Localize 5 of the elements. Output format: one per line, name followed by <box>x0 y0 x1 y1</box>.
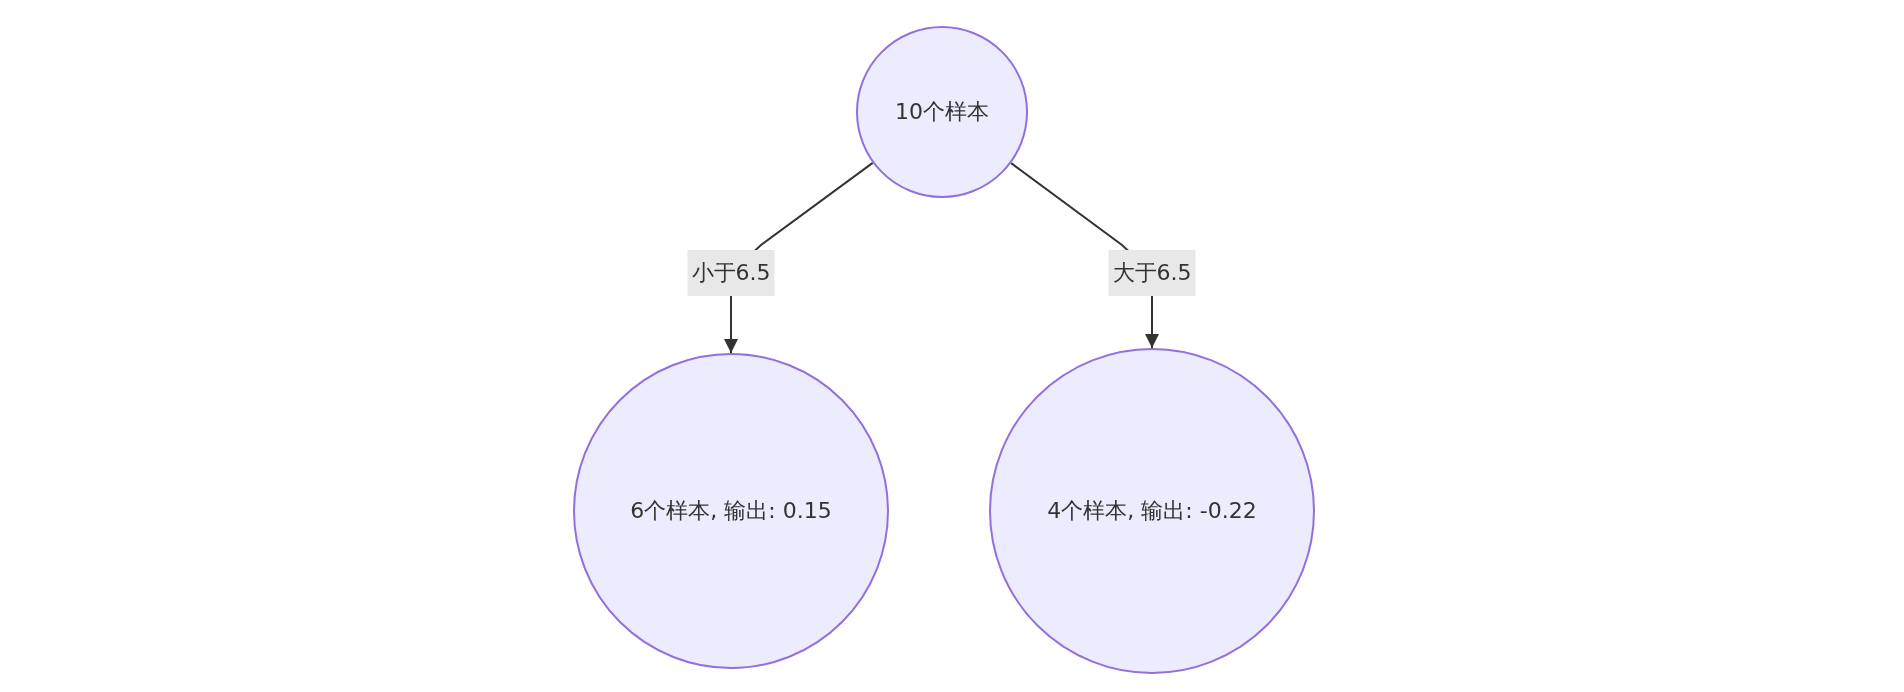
edge-label: 大于6.5 <box>1108 250 1196 296</box>
node-label: 4个样本, 输出: -0.22 <box>1047 497 1257 525</box>
node-label: 6个样本, 输出: 0.15 <box>630 497 832 525</box>
node-label: 10个样本 <box>895 98 989 126</box>
edge-label: 小于6.5 <box>687 250 775 296</box>
